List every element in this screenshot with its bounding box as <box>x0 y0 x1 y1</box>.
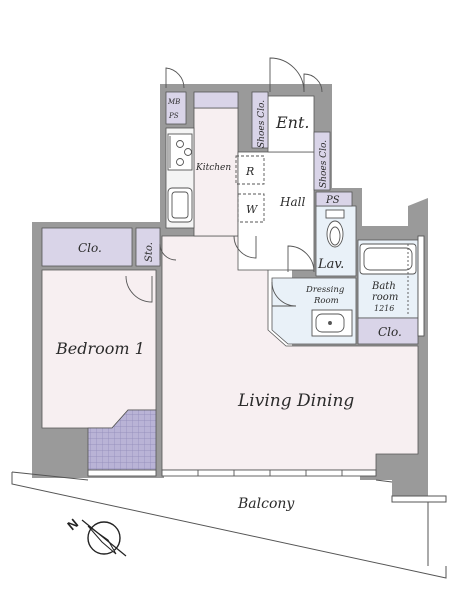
closet-1-label: Clo. <box>78 241 102 255</box>
shoes-closet-2-box <box>313 131 331 191</box>
doors <box>125 57 323 307</box>
balcony-label: Balcony <box>237 496 295 512</box>
refrigerator-label: R <box>245 165 254 178</box>
entrance-label: Ent. <box>275 113 310 132</box>
kitchen-sink-icon <box>167 187 193 223</box>
storage-box <box>135 227 161 267</box>
storage-label: Sto. <box>144 242 155 262</box>
washer-label: W <box>246 203 259 216</box>
hall-label: Hall <box>279 195 305 209</box>
kitchen-label: Kitchen <box>195 163 231 173</box>
closet-2-label: Clo. <box>378 325 402 339</box>
interior-floors <box>41 95 419 471</box>
lavatory-label: Lav. <box>317 257 344 272</box>
room-labels: MB PS Shoes Clo. Ent. Shoes Clo. Kitchen… <box>55 98 402 512</box>
kitchen-top-closet <box>193 91 239 109</box>
closet-2-box <box>357 317 419 345</box>
windows <box>87 235 425 477</box>
shoes-closet-1-label: Shoes Clo. <box>257 100 267 148</box>
bathtub-icon <box>359 243 417 275</box>
balcony-outline <box>11 471 447 579</box>
refrigerator-box <box>235 155 265 185</box>
wash-basin-icon <box>311 309 353 337</box>
stove-icon <box>167 133 193 171</box>
toilet-icon <box>325 209 345 248</box>
mb-ps-box <box>165 91 187 125</box>
fixtures <box>167 133 417 337</box>
closets <box>41 91 419 345</box>
living-dining-label: Living Dining <box>237 391 354 411</box>
bathroom-label-2: room <box>372 292 398 303</box>
ps-box <box>315 191 353 207</box>
bathroom-size-label: 1216 <box>374 304 394 313</box>
kitchen-floor <box>193 107 239 237</box>
compass-icon: N <box>64 516 127 557</box>
mb-ps-label-bottom: PS <box>168 112 179 120</box>
bathroom-label-1: Bath <box>371 281 396 292</box>
entrance-floor <box>267 95 315 153</box>
shoes-closet-1-box <box>251 91 269 149</box>
bedroom-label: Bedroom 1 <box>55 339 145 358</box>
closet-1-box <box>41 227 133 267</box>
ps-label: PS <box>325 195 340 206</box>
hall-floor <box>237 151 315 271</box>
washer-box <box>237 193 265 223</box>
mb-ps-label-top: MB <box>167 98 180 106</box>
shoes-closet-2-label: Shoes Clo. <box>319 140 329 188</box>
dressing-room-label-1: Dressing <box>305 285 345 295</box>
dressing-room-label-2: Room <box>313 296 339 306</box>
compass-north-label: N <box>64 516 81 534</box>
